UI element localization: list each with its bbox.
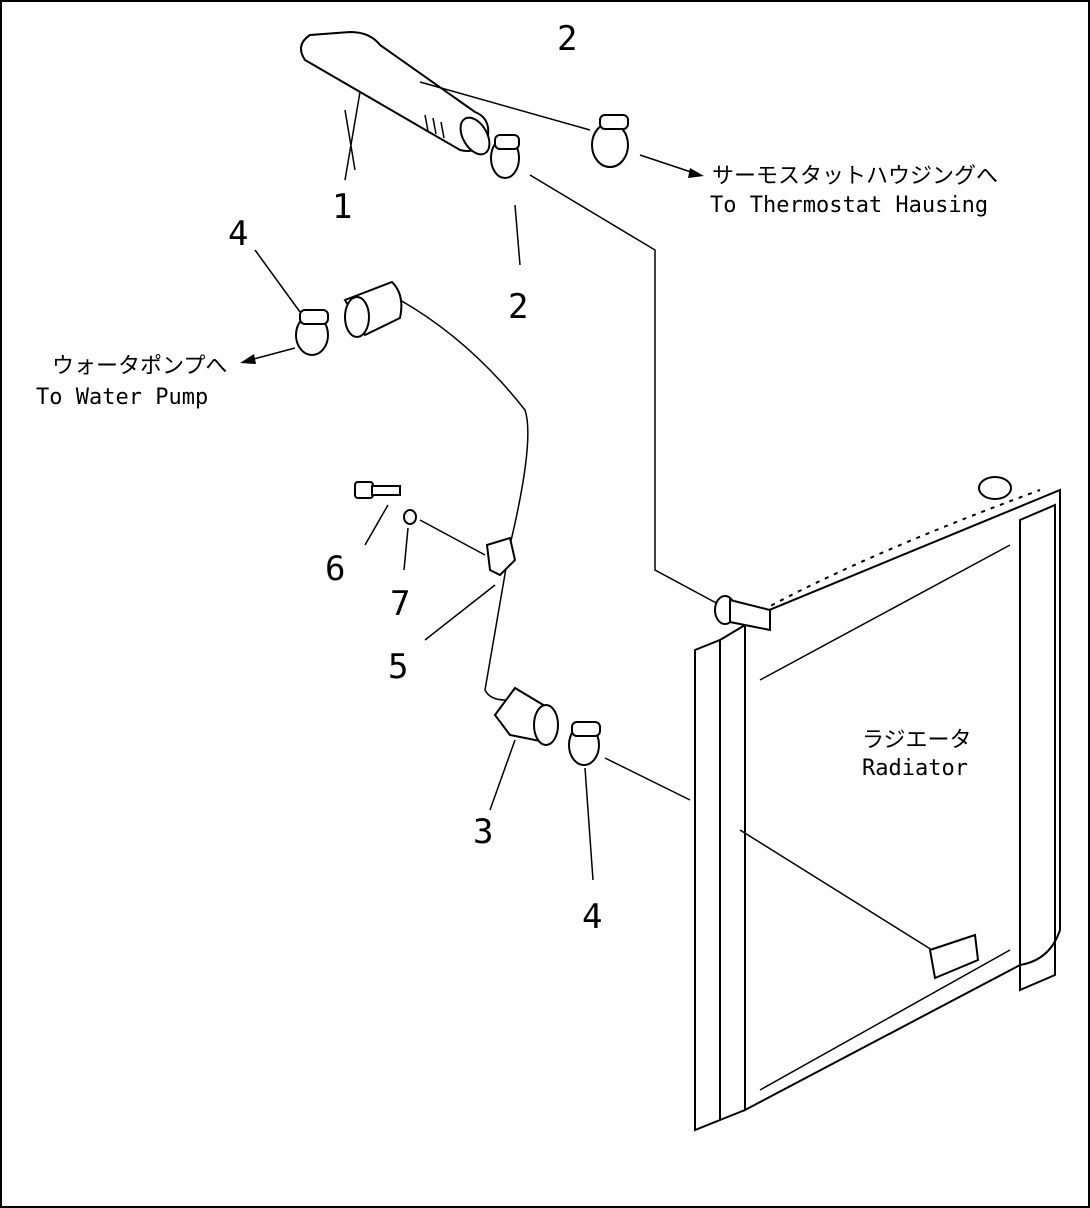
thermostat-label-en: To Thermostat Hausing xyxy=(710,193,988,218)
clamp-upper-2 xyxy=(490,134,520,179)
callout-5: 5 xyxy=(388,647,408,687)
callout-2b: 2 xyxy=(508,287,528,327)
callout-4b: 4 xyxy=(582,897,602,937)
clamp-pump-2 xyxy=(568,721,601,766)
clamp-upper-1 xyxy=(591,114,629,168)
bolt xyxy=(354,481,401,499)
radiator-label-jp: ラジエータ xyxy=(862,728,972,753)
callout-6: 6 xyxy=(325,549,345,589)
callout-3: 3 xyxy=(473,812,493,852)
callout-1: 1 xyxy=(332,187,352,227)
callout-4a: 4 xyxy=(228,214,248,254)
pump-hose-lower xyxy=(493,686,559,746)
washer xyxy=(403,509,417,525)
pump-hose-upper xyxy=(343,280,403,338)
callout-2a: 2 xyxy=(557,19,577,59)
callout-7: 7 xyxy=(390,584,410,624)
radiator xyxy=(694,476,1061,1132)
water-pump-label-en: To Water Pump xyxy=(36,385,208,410)
radiator-label-en: Radiator xyxy=(862,756,968,781)
clamp-pump-1 xyxy=(295,309,329,356)
water-pump-label-jp: ウォータポンプへ xyxy=(52,354,227,379)
bracket xyxy=(485,536,517,577)
thermostat-label-jp: サーモスタットハウジングへ xyxy=(712,164,998,189)
upper-hose xyxy=(300,30,491,156)
